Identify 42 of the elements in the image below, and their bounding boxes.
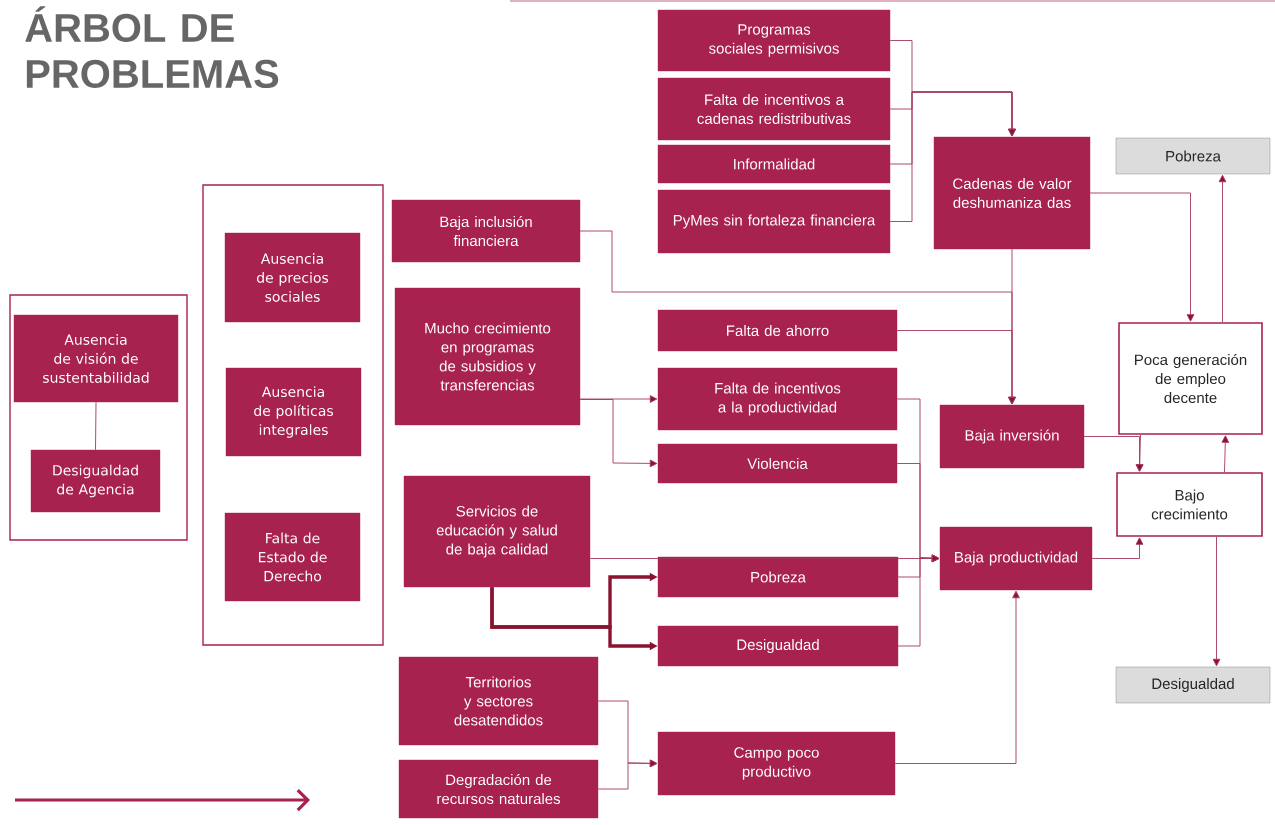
- problem-box: Informalidad: [657, 144, 891, 184]
- result-box: Desigualdad: [1115, 666, 1271, 704]
- problem-box: Falta de ahorro: [657, 309, 898, 352]
- connector: [894, 590, 1020, 764]
- connector: [897, 554, 940, 647]
- connector: [1218, 174, 1227, 323]
- problem-box: Desigualdad: [657, 625, 899, 667]
- problem-box: Baja inclusión financiera: [391, 199, 581, 263]
- effect-box: Poca generación de empleo decente: [1118, 322, 1263, 435]
- connector: [1221, 435, 1230, 473]
- problem-box: Territorios y sectores desatendidos: [398, 656, 599, 746]
- problem-box: Servicios de educación y salud de baja calidad: [403, 475, 591, 588]
- connector: [896, 330, 1016, 405]
- connector: [1089, 192, 1195, 322]
- problem-box: Programas sociales permisivos: [657, 9, 891, 72]
- connector: [579, 399, 658, 468]
- problem-box: Violencia: [657, 443, 898, 484]
- problem-box: Ausencia de políticas integrales: [225, 367, 362, 457]
- problem-box: Ausencia de visión de sustentabilidad: [13, 314, 179, 403]
- problem-box: Degradación de recursos naturales: [398, 759, 599, 819]
- problem-box: Baja inversión: [939, 404, 1085, 469]
- connector: [579, 395, 658, 403]
- connector: [597, 759, 658, 790]
- problem-box: Desigualdad de Agencia: [30, 449, 161, 513]
- connector: [889, 91, 1016, 222]
- problem-box: Pobreza: [657, 556, 899, 598]
- connector: [1091, 537, 1144, 559]
- connector: [95, 401, 97, 451]
- title: ÁRBOL DE PROBLEMAS: [25, 6, 279, 89]
- connector: [1135, 434, 1144, 472]
- problem-box: Falta de Estado de Derecho: [224, 512, 361, 602]
- connector: [1212, 536, 1221, 667]
- problem-box: Falta de incentivos a cadenas redistributivas: [657, 77, 891, 141]
- problem-box: Falta de incentivos a la productividad: [657, 367, 898, 431]
- result-box: Pobreza: [1115, 137, 1271, 175]
- problem-box: PyMes sin fortaleza financiera: [657, 189, 891, 254]
- problem-box: Baja productividad: [939, 526, 1093, 591]
- problem-box: Cadenas de valor deshumaniza das: [933, 136, 1091, 250]
- problem-box: Campo poco productivo: [657, 731, 896, 796]
- problem-box: Ausencia de precios sociales: [224, 232, 361, 323]
- problem-box: Mucho crecimiento en programas de subsidios y transferencias: [394, 287, 581, 426]
- effect-box: Bajo crecimiento: [1116, 472, 1263, 537]
